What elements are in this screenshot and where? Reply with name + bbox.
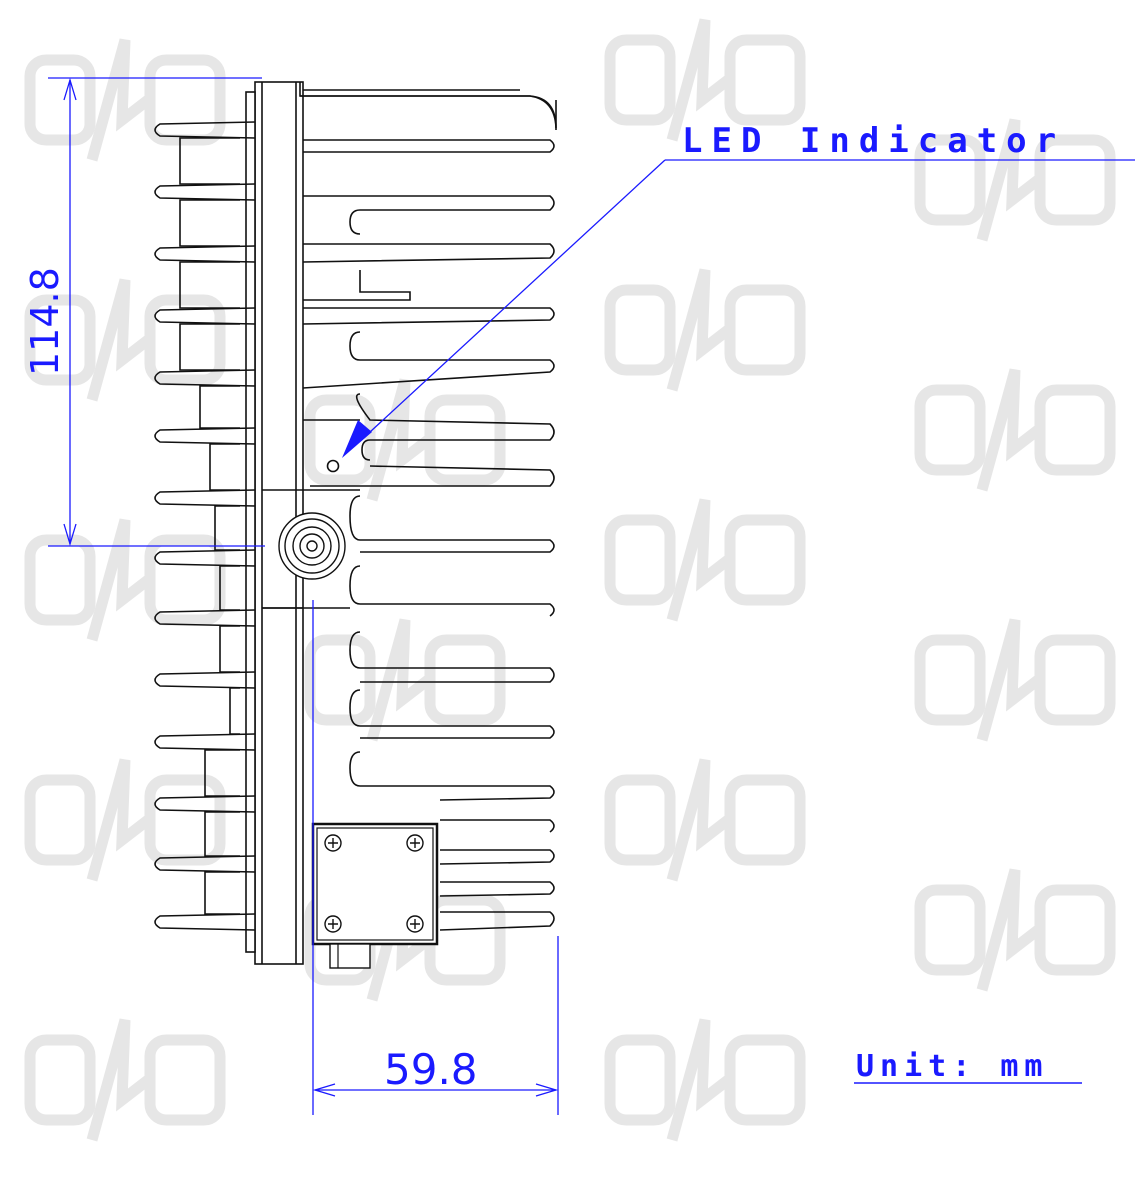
screw-icon — [324, 834, 424, 933]
dimension-lines — [48, 77, 1135, 1115]
leader-arrow — [342, 420, 372, 458]
watermark-group — [30, 20, 1110, 1140]
height-dimension-label: 114.8 — [23, 267, 67, 376]
led-indicator-label: LED Indicator — [682, 121, 1065, 161]
right-fins — [302, 139, 555, 931]
unit-label: Unit: mm — [856, 1049, 1049, 1084]
connector — [278, 512, 346, 580]
width-dimension-label: 59.8 — [384, 1045, 478, 1094]
led-indicator-hole — [326, 459, 340, 473]
left-fins — [154, 121, 256, 931]
cover-plate — [311, 822, 439, 969]
